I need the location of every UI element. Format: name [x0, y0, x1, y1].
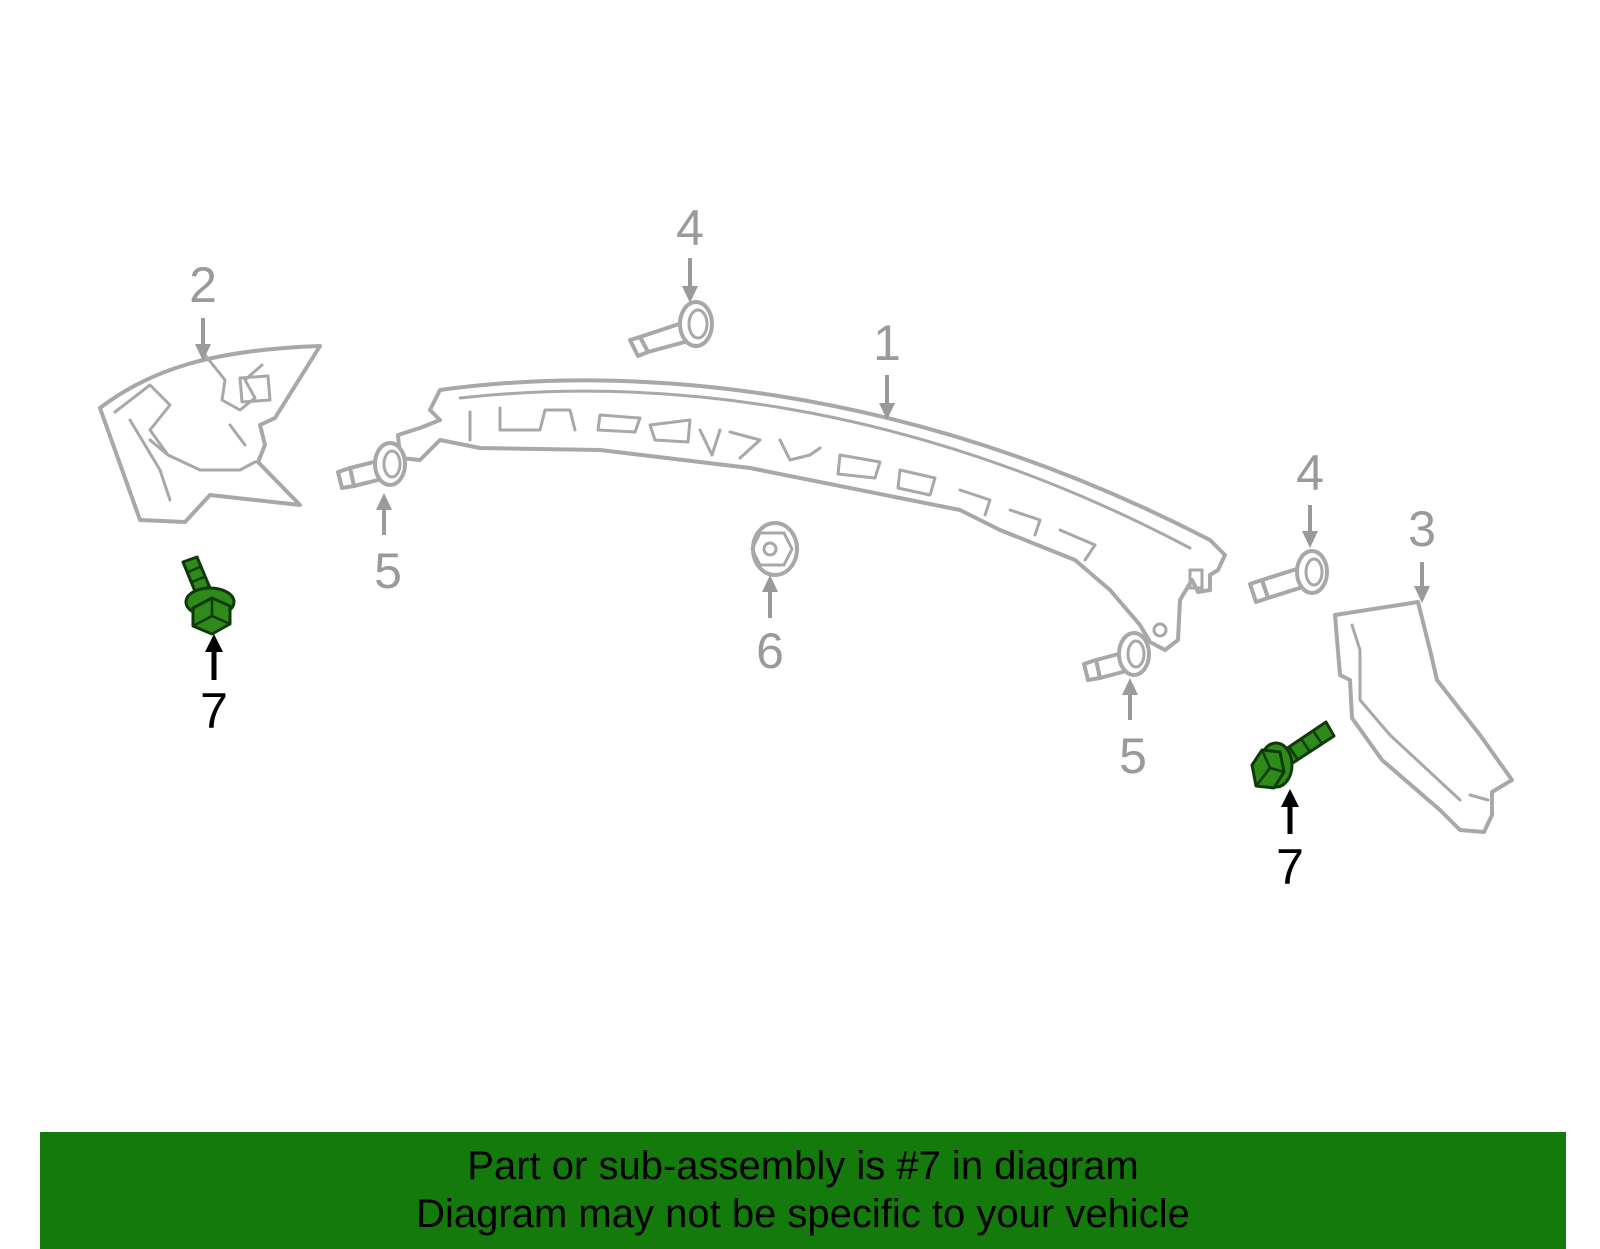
callout-5-right: 5 — [1119, 728, 1147, 784]
part-1-trim-bar[interactable] — [396, 378, 1227, 652]
part-5-clip-left[interactable] — [336, 441, 407, 490]
callout-7-right: 7 — [1276, 839, 1304, 895]
part-5-clip-right[interactable] — [1082, 631, 1151, 682]
callout-6: 6 — [756, 623, 784, 679]
part-7-bolt-right[interactable] — [1250, 720, 1336, 790]
part-6-nut[interactable] — [750, 521, 799, 577]
callout-4-right: 4 — [1296, 445, 1324, 501]
part-7-bolt-left[interactable] — [181, 555, 236, 636]
callout-7-left: 7 — [200, 683, 228, 739]
callout-arrows-part-7 — [205, 634, 1299, 834]
banner-part-note: Part or sub-assembly is #7 in diagram — [467, 1144, 1139, 1188]
part-2-left-end-cap[interactable] — [98, 344, 322, 524]
part-4-clip-right[interactable] — [1248, 549, 1329, 604]
callout-arrows — [195, 258, 1430, 720]
callout-2: 2 — [189, 257, 217, 313]
callout-1: 1 — [873, 315, 901, 371]
banner-disclaimer: Diagram may not be specific to your vehi… — [416, 1192, 1190, 1236]
callout-5-left: 5 — [374, 543, 402, 599]
callout-4-top: 4 — [676, 200, 704, 256]
part-3-right-end-cap[interactable] — [1333, 600, 1514, 834]
callout-3: 3 — [1408, 501, 1436, 557]
info-banner: Part or sub-assembly is #7 in diagram Di… — [40, 1132, 1566, 1249]
part-4-clip-top[interactable] — [628, 300, 714, 358]
